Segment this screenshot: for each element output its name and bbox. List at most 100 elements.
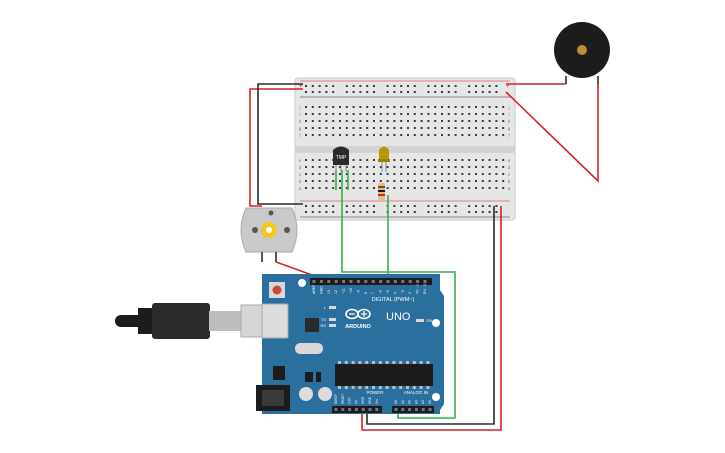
- piezo-buzzer[interactable]: [554, 22, 610, 84]
- bottom-pin-holes: [334, 408, 432, 411]
- digital-pin[interactable]: [349, 280, 353, 283]
- digital-pin[interactable]: [327, 280, 331, 283]
- breadboard-hole: [311, 113, 314, 115]
- breadboard-hole: [373, 127, 375, 129]
- digital-pin[interactable]: [401, 280, 405, 283]
- rail-hole: [366, 85, 369, 87]
- row-letter: j: [299, 105, 301, 110]
- breadboard-hole: [441, 166, 443, 168]
- analog-pin-label: A0: [394, 400, 398, 404]
- temperature-sensor[interactable]: TMP: [333, 146, 349, 173]
- digital-pin[interactable]: [319, 280, 323, 283]
- analog-pin[interactable]: [421, 408, 425, 411]
- rail-hole: [332, 205, 335, 207]
- breadboard-hole: [454, 166, 457, 168]
- breadboard-hole: [345, 113, 348, 115]
- rail-hole: [318, 85, 321, 87]
- breadboard-hole: [386, 113, 389, 115]
- analog-pin[interactable]: [428, 408, 432, 411]
- breadboard-hole: [345, 187, 348, 189]
- wire-red-buzzer-pin[interactable]: [505, 84, 599, 183]
- digital-pin[interactable]: [423, 280, 427, 283]
- led[interactable]: [378, 146, 390, 173]
- power-pin[interactable]: [341, 408, 345, 411]
- digital-pin[interactable]: [416, 280, 420, 283]
- power-pin[interactable]: [348, 408, 352, 411]
- analog-pin[interactable]: [414, 408, 418, 411]
- digital-pin-label: 13: [327, 290, 331, 294]
- rail-hole: [325, 91, 328, 93]
- breadboard-hole: [332, 120, 335, 122]
- breadboard-hole: [386, 173, 389, 175]
- breadboard-hole: [407, 187, 409, 189]
- breadboard-hole: [352, 159, 355, 161]
- rail-hole: [475, 91, 477, 93]
- breadboard-hole: [345, 127, 348, 129]
- power-pin[interactable]: [354, 408, 358, 411]
- digital-pin[interactable]: [334, 280, 338, 283]
- breadboard-hole: [420, 106, 423, 108]
- breadboard-hole: [379, 120, 382, 122]
- breadboard-hole: [420, 187, 423, 189]
- power-pin[interactable]: [368, 408, 372, 411]
- crystal: [295, 343, 323, 354]
- row-letter: h: [508, 119, 511, 124]
- breadboard-hole: [305, 113, 307, 115]
- digital-pin[interactable]: [356, 280, 360, 283]
- breadboard-hole: [454, 180, 457, 182]
- wire-green-sensor[interactable]: [341, 170, 456, 419]
- breadboard-hole: [454, 106, 457, 108]
- row-letter: d: [299, 165, 302, 170]
- breadboard-hole: [413, 180, 416, 182]
- chip-pins: [338, 361, 430, 389]
- digital-pin-label: 2: [408, 292, 412, 294]
- rail-hole: [373, 91, 375, 93]
- digital-pin[interactable]: [371, 280, 375, 283]
- breadboard-hole: [454, 127, 457, 129]
- breadboard-hole: [352, 187, 355, 189]
- wire-black-left-rail[interactable]: [257, 83, 303, 205]
- analog-pin[interactable]: [408, 408, 412, 411]
- breadboard-hole: [407, 173, 409, 175]
- breadboard-hole: [461, 173, 464, 175]
- breadboard-hole: [366, 173, 369, 175]
- rail-hole: [447, 85, 450, 87]
- digital-pin[interactable]: [386, 280, 390, 283]
- power-pin[interactable]: [361, 408, 365, 411]
- digital-pin[interactable]: [393, 280, 397, 283]
- power-pin[interactable]: [375, 408, 379, 411]
- analog-pin[interactable]: [401, 408, 405, 411]
- dc-motor[interactable]: [240, 207, 298, 262]
- resistor[interactable]: [378, 183, 385, 200]
- chip-pin: [399, 361, 403, 364]
- breadboard-hole: [488, 159, 491, 161]
- digital-pin[interactable]: [408, 280, 412, 283]
- breadboard-hole: [495, 187, 498, 189]
- analog-pin-label: A1: [401, 400, 405, 404]
- breadboard-hole: [318, 106, 321, 108]
- breadboard-hole: [427, 180, 430, 182]
- rail-hole: [427, 211, 430, 213]
- digital-pin[interactable]: [342, 280, 346, 283]
- breadboard-hole: [407, 134, 409, 136]
- rail-hole: [407, 211, 409, 213]
- rail-hole: [447, 91, 450, 93]
- wire-red-left-rail[interactable]: [249, 88, 303, 207]
- chip-pin: [338, 386, 341, 389]
- breadboard-hole: [352, 173, 355, 175]
- wire-red-power[interactable]: [361, 206, 502, 431]
- digital-pin[interactable]: [379, 280, 383, 283]
- wire-black-power[interactable]: [366, 206, 495, 425]
- rail-plus-label-right: +: [506, 84, 510, 90]
- breadboard-hole: [393, 106, 396, 108]
- digital-pin[interactable]: [312, 280, 316, 283]
- digital-pin[interactable]: [364, 280, 368, 283]
- breadboard-hole: [318, 120, 321, 122]
- breadboard-hole: [345, 166, 348, 168]
- power-pin[interactable]: [334, 408, 338, 411]
- analog-pin[interactable]: [394, 408, 398, 411]
- rail-hole: [352, 205, 355, 207]
